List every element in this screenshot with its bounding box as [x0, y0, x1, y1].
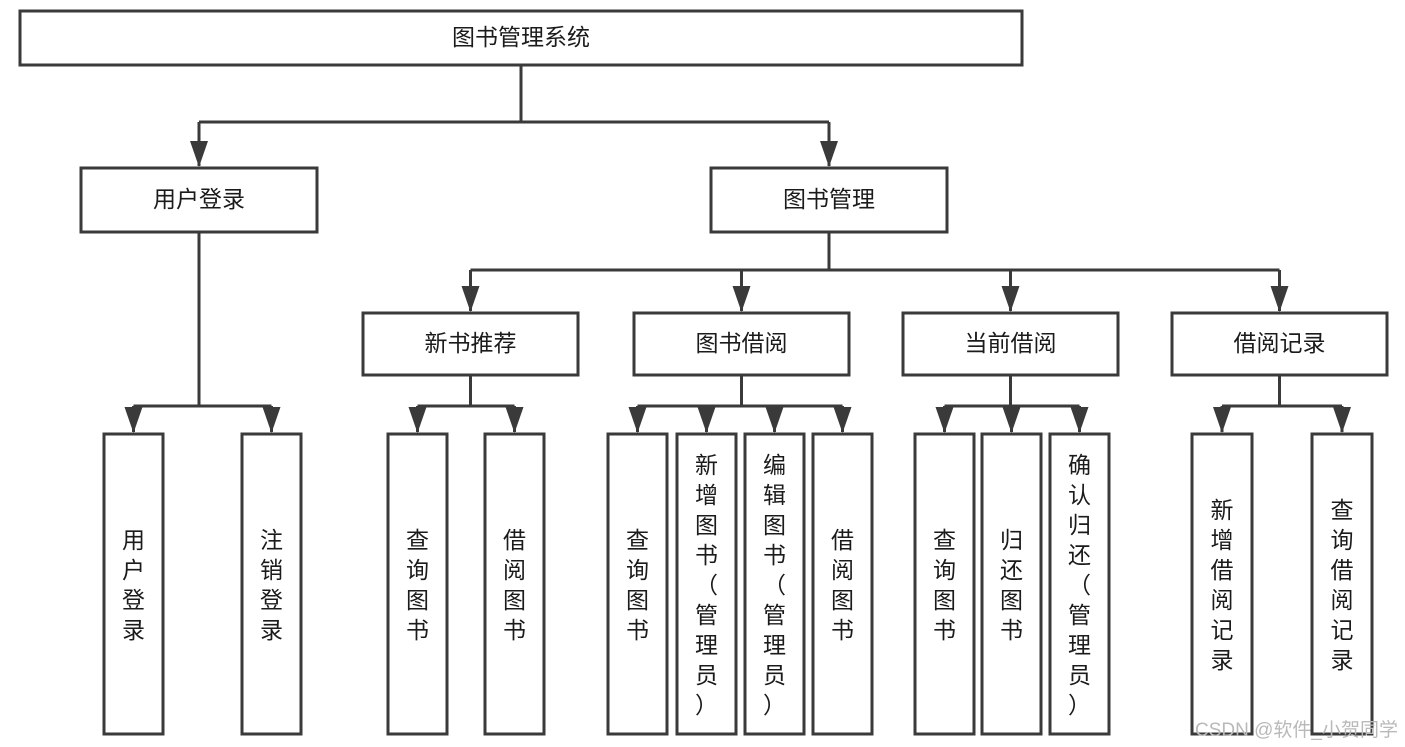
node-leaf-query-book-1-box[interactable]	[386, 432, 449, 736]
node-leaf-confirm-return-box[interactable]	[1048, 432, 1111, 736]
arrow-head-icon	[628, 407, 647, 433]
arrow-head-icon	[1213, 407, 1231, 433]
arrow-head-icon	[935, 407, 954, 433]
arrow-head-icon	[262, 407, 281, 433]
node-borrow-record[interactable]: 借阅记录	[1170, 311, 1389, 377]
arrow-head-icon	[697, 407, 716, 433]
node-book-manage[interactable]: 图书管理	[709, 166, 949, 234]
arrow-head-icon	[1001, 286, 1020, 312]
node-borrow-record-box[interactable]	[1170, 311, 1389, 377]
node-leaf-query-record-label: 查询借阅记录	[1331, 497, 1354, 673]
node-leaf-add-record-label: 新增借阅记录	[1211, 497, 1234, 673]
edge-layer	[124, 65, 1351, 433]
node-leaf-user-login-label: 用户登录	[122, 527, 145, 643]
arrow-head-icon	[1270, 286, 1289, 312]
node-user-login-label: 用户登录	[153, 186, 245, 212]
node-new-book-recommend[interactable]: 新书推荐	[361, 311, 580, 377]
arrow-head-icon	[1002, 407, 1021, 433]
node-book-borrow-label: 图书借阅	[696, 330, 788, 356]
arrow-head-icon	[1070, 407, 1089, 433]
node-leaf-borrow-book-2[interactable]: 借阅图书	[811, 432, 874, 736]
node-leaf-query-record-box[interactable]	[1310, 432, 1374, 736]
node-leaf-edit-book-box[interactable]	[743, 432, 806, 736]
node-root-system-box[interactable]	[18, 9, 1024, 67]
node-leaf-confirm-return[interactable]: 确认归还（管理员）	[1048, 432, 1111, 736]
node-leaf-user-login-box[interactable]	[102, 432, 165, 736]
node-leaf-borrow-book-2-label: 借阅图书	[831, 527, 854, 643]
arrow-head-icon	[820, 141, 838, 167]
node-leaf-logout[interactable]: 注销登录	[240, 432, 303, 736]
node-book-borrow-box[interactable]	[632, 311, 851, 377]
node-leaf-add-book[interactable]: 新增图书（管理员）	[675, 432, 738, 736]
node-book-borrow[interactable]: 图书借阅	[632, 311, 851, 377]
node-book-manage-box[interactable]	[709, 166, 949, 234]
node-leaf-add-book-box[interactable]	[675, 432, 738, 736]
node-leaf-query-book-2[interactable]: 查询图书	[606, 432, 669, 736]
node-leaf-logout-box[interactable]	[240, 432, 303, 736]
node-leaf-return-book-box[interactable]	[980, 432, 1043, 736]
node-leaf-query-record[interactable]: 查询借阅记录	[1310, 432, 1374, 736]
arrow-head-icon	[732, 286, 751, 312]
node-layer: 图书管理系统用户登录图书管理新书推荐图书借阅当前借阅借阅记录用户登录注销登录查询…	[18, 9, 1389, 736]
node-book-manage-label: 图书管理	[783, 186, 875, 212]
node-leaf-query-book-1[interactable]: 查询图书	[386, 432, 449, 736]
node-leaf-user-login[interactable]: 用户登录	[102, 432, 165, 736]
node-leaf-edit-book-label: 编辑图书（管理员）	[763, 452, 786, 718]
node-leaf-add-record[interactable]: 新增借阅记录	[1190, 432, 1254, 736]
arrow-head-icon	[505, 407, 524, 433]
node-leaf-borrow-book-1-label: 借阅图书	[503, 527, 526, 643]
node-leaf-confirm-return-label: 确认归还（管理员）	[1068, 452, 1091, 718]
node-leaf-query-book-3[interactable]: 查询图书	[913, 432, 976, 736]
node-new-book-recommend-label: 新书推荐	[425, 330, 517, 356]
node-user-login-box[interactable]	[79, 166, 319, 234]
node-leaf-borrow-book-1-box[interactable]	[483, 432, 546, 736]
node-leaf-borrow-book-1[interactable]: 借阅图书	[483, 432, 546, 736]
node-leaf-logout-label: 注销登录	[260, 527, 283, 643]
node-current-borrow-box[interactable]	[901, 311, 1120, 377]
arrow-head-icon	[765, 407, 784, 433]
arrow-head-icon	[833, 407, 852, 433]
csdn-watermark: CSDN @软件_小贺同学	[1195, 719, 1398, 741]
node-leaf-query-book-3-box[interactable]	[913, 432, 976, 736]
node-user-login[interactable]: 用户登录	[79, 166, 319, 234]
node-leaf-edit-book[interactable]: 编辑图书（管理员）	[743, 432, 806, 736]
node-current-borrow-label: 当前借阅	[965, 330, 1057, 356]
node-leaf-query-book-3-label: 查询图书	[933, 527, 956, 643]
node-leaf-return-book-label: 归还图书	[1000, 527, 1023, 643]
arrow-head-icon	[190, 141, 208, 167]
node-leaf-return-book[interactable]: 归还图书	[980, 432, 1043, 736]
node-root-system[interactable]: 图书管理系统	[18, 9, 1024, 67]
arrow-head-icon	[461, 286, 480, 312]
node-leaf-add-book-label: 新增图书（管理员）	[695, 452, 718, 718]
arrow-head-icon	[124, 407, 143, 433]
node-leaf-query-book-1-label: 查询图书	[406, 527, 429, 643]
node-current-borrow[interactable]: 当前借阅	[901, 311, 1120, 377]
node-leaf-borrow-book-2-box[interactable]	[811, 432, 874, 736]
node-leaf-query-book-2-label: 查询图书	[626, 527, 649, 643]
node-borrow-record-label: 借阅记录	[1234, 330, 1326, 356]
node-leaf-add-record-box[interactable]	[1190, 432, 1254, 736]
node-leaf-query-book-2-box[interactable]	[606, 432, 669, 736]
node-new-book-recommend-box[interactable]	[361, 311, 580, 377]
arrow-head-icon	[408, 407, 427, 433]
node-root-system-label: 图书管理系统	[452, 24, 590, 50]
arrow-head-icon	[1333, 407, 1351, 433]
